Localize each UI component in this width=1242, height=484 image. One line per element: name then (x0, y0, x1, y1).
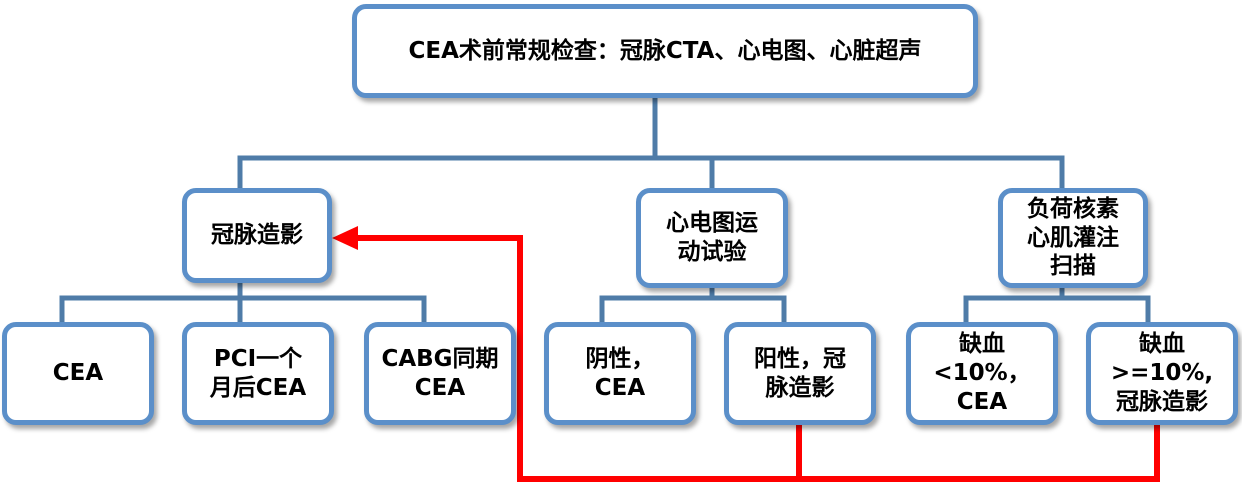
node-stress-nuclear-scan-label: 负荷核素心肌灌注扫描 (1027, 195, 1119, 280)
leaf-ecg-positive-label: 阳性，冠脉造影 (754, 345, 846, 401)
leaf-ischemia-high-label: 缺血>=10%,冠脉造影 (1110, 331, 1214, 415)
leaf-ischemia-low-label: 缺血<10%，CEA (933, 331, 1031, 415)
node-ecg-exercise-test: 心电图运动试验 (636, 188, 788, 288)
leaf-ischemia-high: 缺血>=10%,冠脉造影 (1086, 322, 1238, 425)
leaf-ecg-negative: 阴性，CEA (544, 322, 696, 425)
feedback-arrowhead-icon (332, 226, 358, 250)
node-coronary-angiography-label: 冠脉造影 (211, 222, 303, 249)
leaf-cea: CEA (2, 322, 154, 425)
feedback-arrow-line (356, 235, 1160, 482)
node-ecg-exercise-test-label: 心电图运动试验 (666, 210, 758, 265)
leaf-ecg-positive: 阳性，冠脉造影 (724, 322, 876, 425)
leaf-ecg-negative-label: 阴性，CEA (585, 345, 655, 401)
node-coronary-angiography: 冠脉造影 (182, 188, 332, 283)
leaf-pci-then-cea: PCI一个月后CEA (182, 322, 334, 425)
leaf-cabg-with-cea: CABG同期CEA (364, 322, 516, 425)
root-node: CEA术前常规检查：冠脉CTA、心电图、心脏超声 (352, 4, 978, 98)
leaf-pci-then-cea-label: PCI一个月后CEA (209, 345, 307, 401)
leaf-cea-label: CEA (52, 360, 104, 387)
leaf-ischemia-low: 缺血<10%，CEA (906, 322, 1058, 425)
leaf-cabg-with-cea-label: CABG同期CEA (381, 345, 499, 401)
node-stress-nuclear-scan: 负荷核素心肌灌注扫描 (998, 188, 1148, 288)
root-node-label: CEA术前常规检查：冠脉CTA、心电图、心脏超声 (408, 37, 922, 64)
